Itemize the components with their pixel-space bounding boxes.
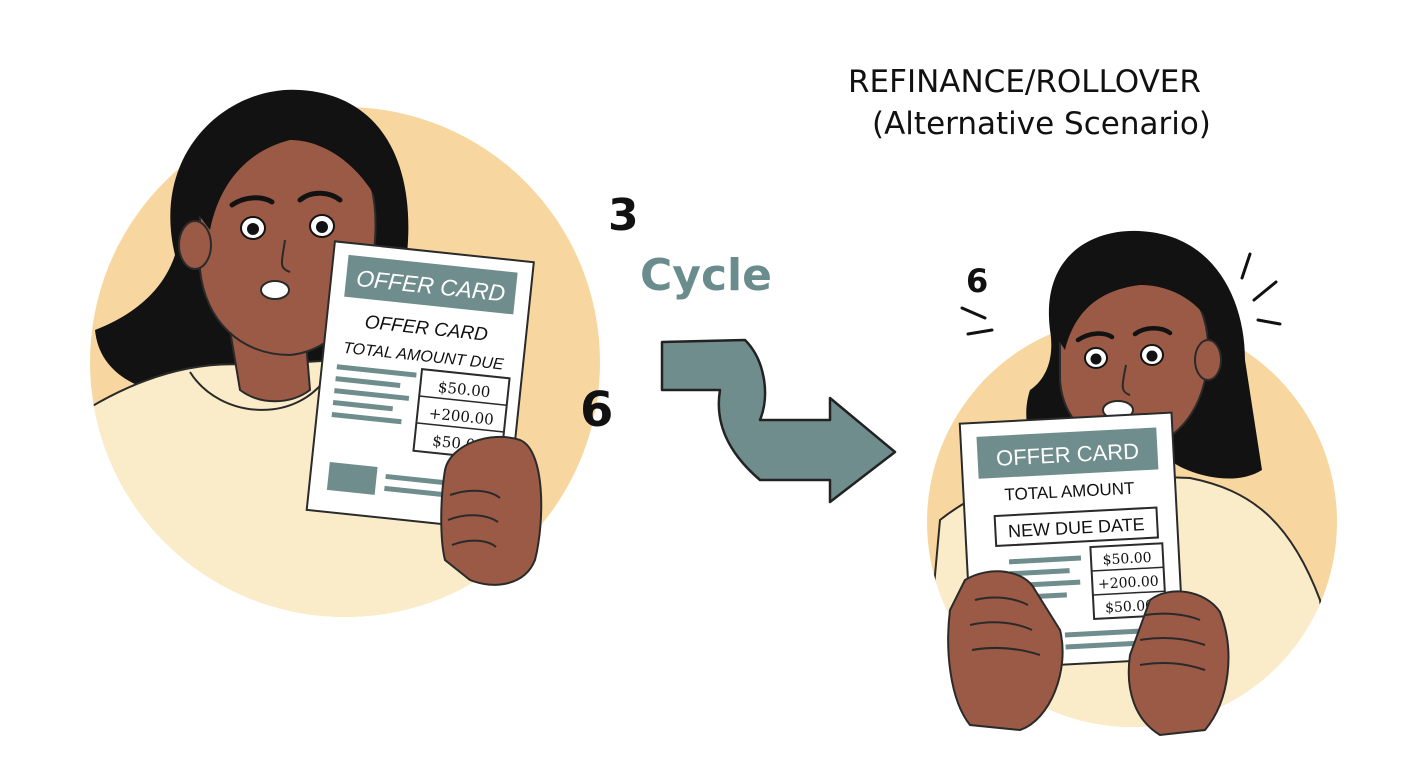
left-card-line bbox=[336, 364, 417, 378]
right-hair-front bbox=[1054, 249, 1220, 350]
cycle-label: Cycle bbox=[640, 250, 772, 301]
right-person-illustration: OFFER CARD TOTAL AMOUNT NEW DUE DATE $50… bbox=[927, 230, 1337, 737]
right-brow-left bbox=[1075, 331, 1115, 343]
right-amount-1: $50.00 bbox=[1102, 550, 1152, 569]
left-card-divider bbox=[419, 395, 507, 406]
left-pupil-left bbox=[247, 223, 259, 235]
left-mouth bbox=[260, 280, 290, 300]
right-finger-line bbox=[971, 646, 1041, 656]
left-card-divider bbox=[416, 422, 504, 433]
right-card-line bbox=[1008, 555, 1082, 565]
right-card-divider bbox=[1091, 566, 1164, 572]
right-pupil-right bbox=[1146, 350, 1158, 362]
left-card-line bbox=[334, 388, 410, 401]
right-finger-line bbox=[969, 621, 1033, 631]
left-pupil-right bbox=[316, 221, 328, 233]
left-amount-1: $50.00 bbox=[437, 378, 491, 401]
right-finger-line bbox=[1139, 636, 1206, 646]
left-hair-front bbox=[194, 103, 388, 230]
right-card-line bbox=[1065, 640, 1136, 650]
right-amount-2: +200.00 bbox=[1098, 574, 1159, 593]
cycle-number-middle: 6 bbox=[580, 382, 614, 438]
cycle-number-top: 3 bbox=[608, 190, 639, 241]
right-due-box bbox=[993, 506, 1160, 548]
cycle-arrow-icon bbox=[660, 338, 897, 504]
right-pupil-left bbox=[1090, 353, 1102, 365]
right-finger-line bbox=[1144, 612, 1201, 621]
right-amount-3: $50.00 bbox=[1105, 598, 1155, 617]
left-finger-line bbox=[449, 489, 501, 499]
left-card-line bbox=[332, 400, 393, 412]
left-brow-right bbox=[297, 190, 343, 203]
stress-mark bbox=[966, 328, 994, 336]
left-ear bbox=[178, 220, 212, 270]
right-card-divider bbox=[1092, 590, 1165, 596]
left-card-line bbox=[335, 376, 401, 388]
left-hand bbox=[440, 435, 543, 586]
left-card-line bbox=[331, 411, 402, 425]
right-finger-line bbox=[974, 596, 1029, 606]
left-card-header bbox=[344, 254, 518, 315]
left-card-block bbox=[326, 462, 378, 495]
stress-mark bbox=[960, 306, 987, 320]
stress-mark bbox=[1256, 318, 1282, 326]
left-collar bbox=[189, 371, 331, 411]
right-card-line bbox=[1009, 568, 1070, 577]
left-finger-line bbox=[447, 514, 499, 523]
right-hand-left bbox=[947, 570, 1064, 732]
stress-mark bbox=[1240, 252, 1252, 280]
heading-subtitle: (Alternative Scenario) bbox=[872, 106, 1211, 142]
left-nose bbox=[280, 239, 291, 273]
right-card-amount-box bbox=[1089, 542, 1168, 620]
right-brow-right bbox=[1132, 326, 1173, 337]
right-card-header bbox=[976, 427, 1159, 479]
right-card-line bbox=[1064, 627, 1155, 638]
left-brow-left bbox=[229, 195, 275, 208]
cycle-number-right: 6 bbox=[966, 262, 989, 300]
heading-title: REFINANCE/ROLLOVER bbox=[848, 64, 1201, 100]
right-nose bbox=[1121, 364, 1131, 396]
left-person-illustration: OFFER CARD OFFER CARD TOTAL AMOUNT DUE $… bbox=[90, 89, 600, 617]
left-finger-line bbox=[451, 539, 497, 548]
right-finger-line bbox=[1139, 661, 1206, 671]
right-ear bbox=[1194, 339, 1222, 381]
stress-mark bbox=[1252, 280, 1278, 302]
